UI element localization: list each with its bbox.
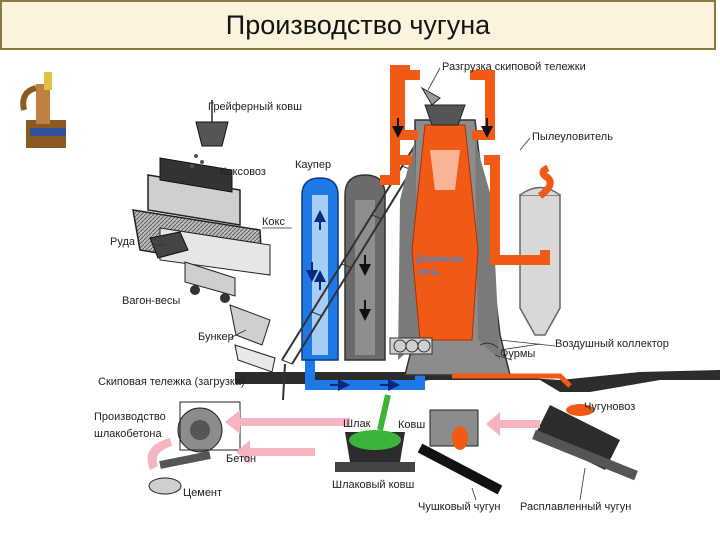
furnace-interior bbox=[411, 124, 479, 341]
flow-arrows-pink bbox=[147, 410, 540, 470]
title-bar bbox=[0, 0, 716, 50]
label-ore: Руда bbox=[110, 236, 136, 248]
label-molten-iron: Расплавленный чугун bbox=[520, 501, 631, 513]
label-skip-cart: Скиповая тележка (загрузка) bbox=[98, 376, 245, 388]
label-coke: Кокс bbox=[262, 216, 285, 228]
label-slag-ladle: Шлаковый ковш bbox=[332, 479, 415, 491]
leader-lines bbox=[155, 67, 586, 501]
molten-iron-pipe bbox=[452, 373, 572, 388]
ground-floor bbox=[235, 370, 720, 392]
iron-ladle bbox=[417, 409, 503, 495]
label-skip-unload: Разгрузка скиповой тележки bbox=[442, 61, 586, 73]
furnace-top bbox=[420, 86, 466, 126]
cowper bbox=[301, 177, 339, 361]
label-cowper: Каупер bbox=[295, 159, 331, 171]
grab-bucket bbox=[190, 100, 229, 168]
label-cement: Цемент bbox=[183, 487, 222, 499]
label-ladle: Ковш bbox=[398, 419, 425, 431]
label-iron-car: Чугуновоз bbox=[584, 401, 635, 413]
label-blast-furnace-1: Доменная bbox=[416, 254, 463, 265]
tuyeres bbox=[389, 337, 499, 355]
bunker bbox=[229, 304, 276, 373]
ore-wagon bbox=[149, 231, 236, 303]
label-wagon-scales: Вагон-весы bbox=[122, 295, 180, 307]
label-slag: Шлак bbox=[343, 418, 371, 430]
label-pig-iron: Чушковый чугун bbox=[418, 501, 500, 513]
label-bunker: Бункер bbox=[198, 331, 234, 343]
label-grab-bucket: Грейферный ковш bbox=[208, 101, 302, 113]
page-title: Производство чугуна bbox=[225, 10, 491, 40]
label-tuyeres: Фурмы bbox=[500, 348, 535, 360]
microscope-logo bbox=[20, 72, 66, 148]
slag-ladle bbox=[335, 394, 415, 472]
label-slag-concrete-2: шлакобетона bbox=[94, 428, 162, 440]
label-blast-furnace-2: печь bbox=[418, 267, 439, 278]
slag-concrete-plant bbox=[148, 401, 241, 495]
label-dust-catcher: Пылеуловитель bbox=[532, 131, 613, 143]
flow-arrows-black bbox=[359, 118, 493, 321]
label-slag-concrete-1: Производство bbox=[94, 411, 166, 423]
label-air-collector: Воздушный коллектор bbox=[555, 338, 669, 350]
label-concrete: Бетон bbox=[226, 453, 256, 465]
label-coke-oven: Коксовоз bbox=[220, 166, 266, 178]
iron-car bbox=[532, 404, 638, 481]
flow-arrows bbox=[306, 210, 400, 391]
hot-gas-pipes bbox=[380, 65, 550, 265]
